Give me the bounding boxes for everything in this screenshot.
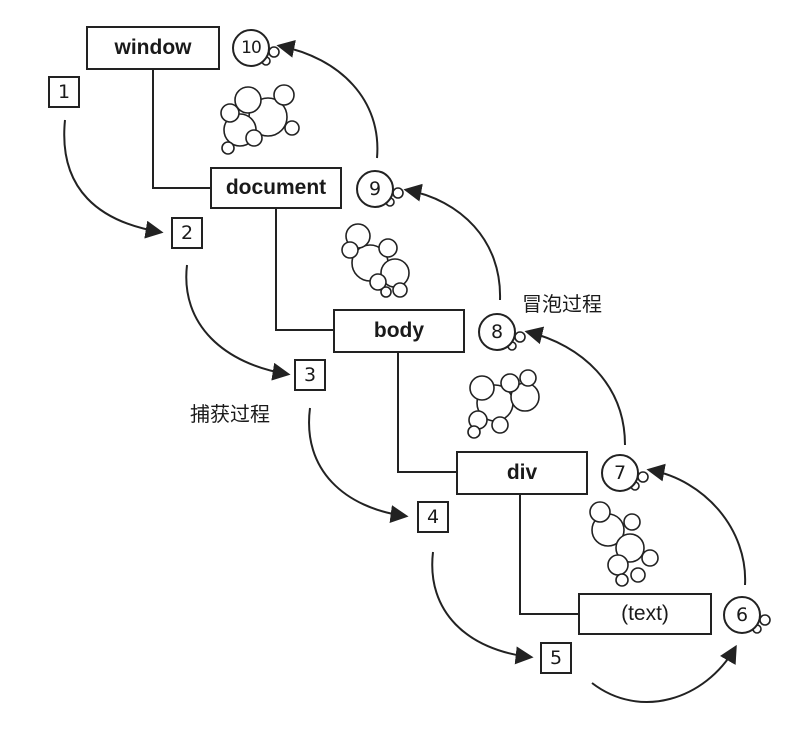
bubble-step-7: 7 [601,454,639,492]
capture-phase-label: 捕获过程 [190,402,270,426]
bubble-step-8: 8 [478,313,516,351]
node-window: window [86,26,220,70]
bubble-arrow-6-7 [646,463,747,586]
connector-div-text [519,494,578,615]
bubble-arrow-8-9 [403,183,502,301]
tail-10a [268,46,280,58]
bubble-phase-label: 冒泡过程 [522,292,602,316]
capture-arrow-1-2 [63,119,164,239]
bubble-cluster-4 [589,501,659,587]
node-text: (text) [578,593,712,635]
capture-arrow-2-3 [185,264,291,381]
bubble-step-9: 9 [356,170,394,208]
capture-step-3: 3 [294,359,326,391]
tail-9a [392,187,404,199]
capture-step-2: 2 [171,217,203,249]
capture-step-4: 4 [417,501,449,533]
tail-8a [514,331,526,343]
connector-window-document [152,68,210,189]
tail-6a [759,614,771,626]
bubble-cluster-3 [467,369,540,439]
node-body: body [333,309,465,353]
bubble-arrow-9-10 [276,40,379,159]
bubble-step-10: 10 [232,29,270,67]
connector-body-div [397,352,456,473]
connector-document-body [275,205,335,331]
bubble-cluster-2 [341,223,410,298]
capture-arrow-4-5 [431,551,534,665]
tail-7a [637,471,649,483]
capture-step-5: 5 [540,642,572,674]
bubble-arrow-7-8 [524,326,626,446]
capture-arrow-5-6 [591,644,737,703]
capture-arrow-3-4 [308,407,409,524]
bubble-step-6: 6 [723,596,761,634]
bubble-cluster-1 [220,84,300,155]
node-div: div [456,451,588,495]
node-document: document [210,167,342,209]
capture-step-1: 1 [48,76,80,108]
